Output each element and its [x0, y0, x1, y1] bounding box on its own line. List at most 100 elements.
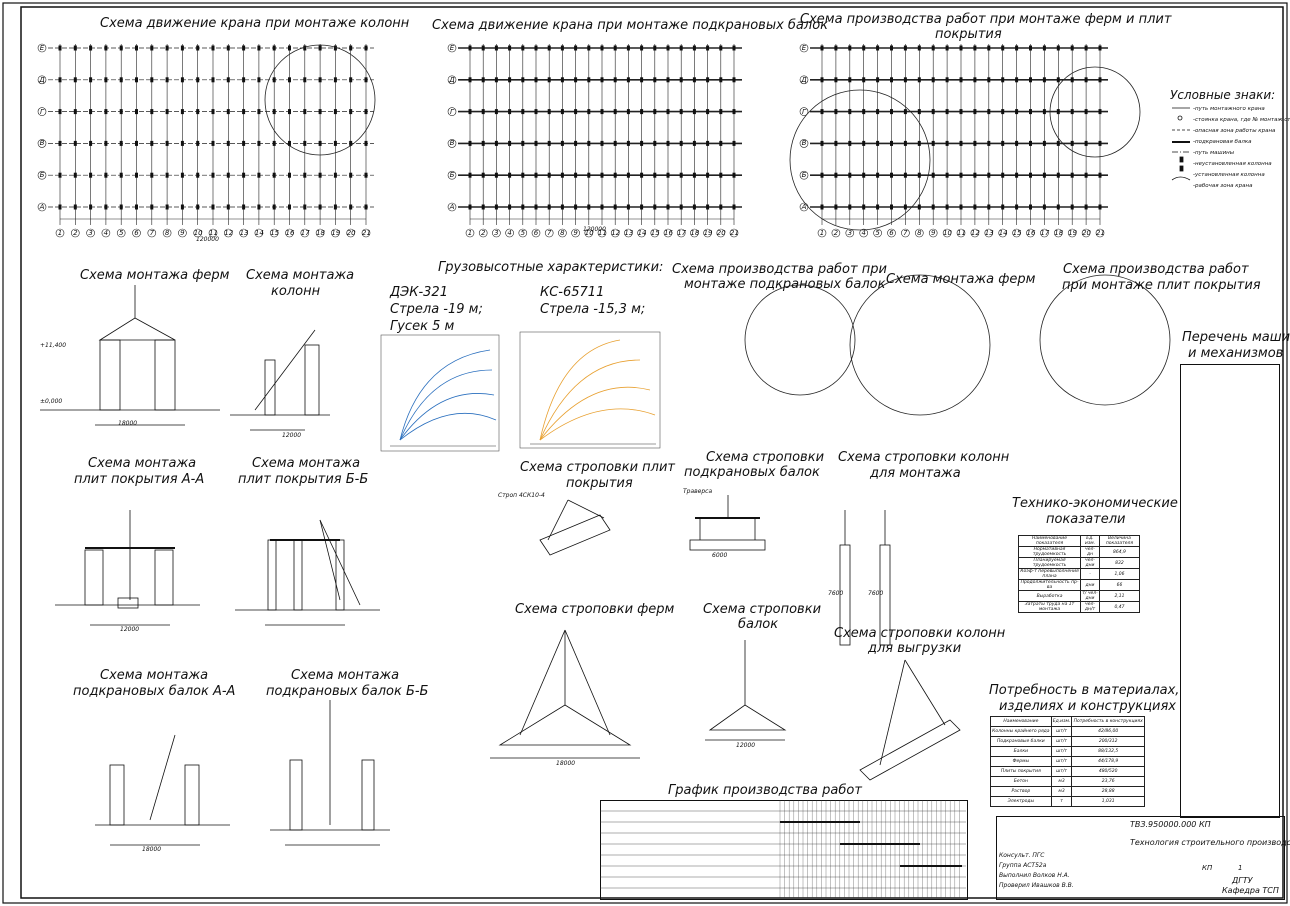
- row-axis-label: В: [39, 139, 45, 148]
- col-axis-label: 10: [193, 229, 203, 237]
- plan-column: [1029, 77, 1032, 83]
- plan-column: [150, 109, 154, 115]
- plan-column: [876, 45, 880, 51]
- plan-column: [73, 109, 77, 115]
- plan-column: [508, 172, 512, 178]
- plan-column: [613, 45, 617, 51]
- plan-column: [318, 140, 322, 146]
- plan-column: [679, 109, 683, 115]
- machines-table: [1180, 364, 1280, 818]
- plan-column: [257, 172, 261, 178]
- plan-column: [945, 77, 949, 83]
- title-works-plates-l1: Схема производства работ: [1063, 262, 1249, 277]
- plan-column: [931, 109, 935, 115]
- title-works-beams-l1: Схема производства работ при: [672, 262, 887, 277]
- plan-axis-bubble: [208, 228, 218, 238]
- legend-title: Условные знаки:: [1170, 88, 1276, 102]
- plan-column: [521, 140, 525, 146]
- plan-row-bubble: [447, 170, 457, 180]
- title-sling-col-unload-l1: Схема строповки колонн: [834, 626, 1006, 641]
- col-axis-label: 5: [520, 229, 526, 237]
- sling-col-h2: 7600: [868, 590, 884, 597]
- plan-column: [135, 109, 138, 115]
- col-axis-label: 8: [164, 229, 170, 237]
- plan-column: [903, 172, 907, 178]
- table-cell: 480/520: [1071, 766, 1145, 777]
- plan-column: [732, 77, 736, 83]
- plan-column: [226, 172, 230, 178]
- plan-column: [1084, 140, 1088, 146]
- plan-column: [1029, 204, 1032, 210]
- plan-column: [508, 45, 512, 51]
- title-works-beams-l2: монтаже подкрановых балок: [684, 277, 886, 292]
- plan-column: [1042, 109, 1046, 115]
- col-axis-label: 19: [331, 229, 341, 237]
- plan-column: [211, 172, 215, 178]
- table-header-cell: Ед. изм.: [1080, 535, 1100, 547]
- plan-column: [534, 45, 538, 51]
- plan-column: [521, 77, 525, 83]
- plan-axis-bubble: [116, 228, 126, 238]
- col-axis-label: 4: [861, 229, 866, 237]
- col-axis-label: 9: [573, 229, 578, 237]
- table-cell: 44/178,9: [1071, 756, 1145, 767]
- plan-row-bubble: [799, 43, 809, 53]
- plan-column: [890, 45, 893, 51]
- table-header-cell: Потребность в конструкциях: [1071, 716, 1145, 727]
- legend-item: -опасная зона работы крана: [1193, 128, 1276, 134]
- plan-column: [574, 140, 578, 146]
- plan-column: [303, 204, 307, 210]
- col-axis-label: 15: [650, 229, 660, 237]
- plan-column: [719, 140, 723, 146]
- col-axis-label: 2: [833, 229, 839, 237]
- plan-column: [917, 204, 921, 210]
- plan-column: [468, 109, 472, 115]
- plan-column: [165, 172, 169, 178]
- plan-column: [288, 140, 291, 146]
- title-works-trusses-l1: Схема производства работ при монтаже фер…: [800, 12, 1172, 27]
- plan-column: [318, 204, 322, 210]
- plan-axis-bubble: [55, 228, 65, 238]
- plan-column: [945, 109, 949, 115]
- plan-column: [653, 204, 657, 210]
- table-cell: 23,76: [1071, 776, 1145, 787]
- plan-column: [481, 109, 485, 115]
- col-axis-label: 18: [1054, 229, 1064, 237]
- plan-column: [692, 172, 696, 178]
- plan-axis-bubble: [650, 228, 660, 238]
- table-cell: Электроды: [990, 796, 1052, 807]
- plan-column: [534, 109, 538, 115]
- plan-column: [349, 45, 353, 51]
- title-works-trusses-l2: покрытия: [935, 27, 1002, 42]
- table-cell: Плиты покрытия: [990, 766, 1052, 777]
- plan-column: [135, 45, 138, 51]
- legend-symbols: [1171, 107, 1191, 181]
- plan-column: [848, 77, 852, 83]
- plan-axis-bubble: [478, 228, 488, 238]
- plan-axis-bubble: [1081, 228, 1091, 238]
- plan-axis-bubble: [361, 228, 371, 238]
- plan-column: [104, 45, 108, 51]
- plan-axis-bubble: [584, 228, 594, 238]
- plan-column: [73, 204, 77, 210]
- col-axis-label: 18: [316, 229, 326, 237]
- plan-column: [679, 172, 683, 178]
- plan-column: [349, 109, 353, 115]
- plan-column: [640, 204, 644, 210]
- title-truss-mount2: Схема монтажа ферм: [886, 272, 1036, 287]
- plan-column: [1056, 77, 1060, 83]
- plan-column: [165, 45, 169, 51]
- plan-column: [666, 45, 670, 51]
- plan-column: [945, 204, 949, 210]
- plan-column: [834, 172, 838, 178]
- plan-column: [494, 109, 498, 115]
- plan-column: [987, 140, 991, 146]
- legend-item: -установленная колонна: [1193, 172, 1265, 178]
- plan-column: [587, 45, 591, 51]
- title-block-org1: ДГТУ: [1232, 876, 1253, 885]
- plan-column: [931, 172, 935, 178]
- title-beams-bb-l1: Схема монтажа: [291, 668, 400, 683]
- col-axis-label: 17: [677, 229, 687, 237]
